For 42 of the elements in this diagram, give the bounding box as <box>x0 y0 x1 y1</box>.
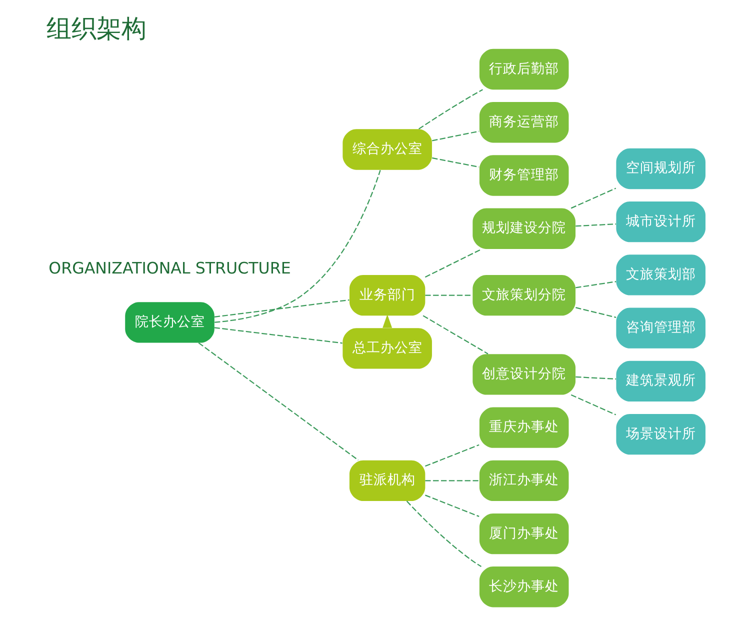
node-box: 驻派机构 <box>349 460 426 501</box>
connector <box>198 342 359 461</box>
connector <box>425 294 473 296</box>
connector <box>214 299 350 318</box>
label: ORGANIZATIONAL STRUCTURE <box>48 258 291 278</box>
connector <box>576 376 616 380</box>
connector <box>418 89 483 130</box>
node-box: 财务管理部 <box>479 155 569 196</box>
node-box: 行政后勤部 <box>479 48 569 90</box>
node-box: 商务运营部 <box>479 102 569 143</box>
node-box: 咨询管理部 <box>616 308 706 348</box>
connector <box>576 307 616 318</box>
connector <box>576 281 616 288</box>
diagram-title: 组织架构 <box>46 14 146 44</box>
connector <box>425 480 480 482</box>
connector <box>570 188 616 209</box>
connector <box>576 223 616 227</box>
connector <box>432 157 480 168</box>
connector <box>214 327 342 344</box>
node-box: 创意设计分院 <box>472 354 576 395</box>
node-box: 业务部门 <box>349 274 426 316</box>
connector <box>425 494 480 517</box>
connector <box>432 130 480 142</box>
node-box: 厦门办事处 <box>479 513 569 554</box>
node-box: 文旅策划部 <box>616 254 706 296</box>
connector <box>425 444 480 467</box>
node-box: 空间规划所 <box>616 148 706 190</box>
node-box: 建筑景观所 <box>616 360 706 402</box>
connector <box>214 170 381 323</box>
connector <box>424 248 482 278</box>
node-box: 规划建设分院 <box>472 208 576 249</box>
connector <box>406 500 482 568</box>
connector <box>422 315 488 354</box>
node-box: 综合办公室 <box>342 129 432 170</box>
node-box: 院长办公室 <box>125 302 214 343</box>
node-box: 重庆办事处 <box>479 407 569 448</box>
node-box: 文旅策划分院 <box>472 274 576 316</box>
node-box: 场景设计所 <box>616 414 706 455</box>
node-box: 长沙办事处 <box>479 566 569 608</box>
node-box: 浙江办事处 <box>479 460 569 501</box>
connector <box>570 394 616 416</box>
node-box: 城市设计所 <box>616 202 706 242</box>
